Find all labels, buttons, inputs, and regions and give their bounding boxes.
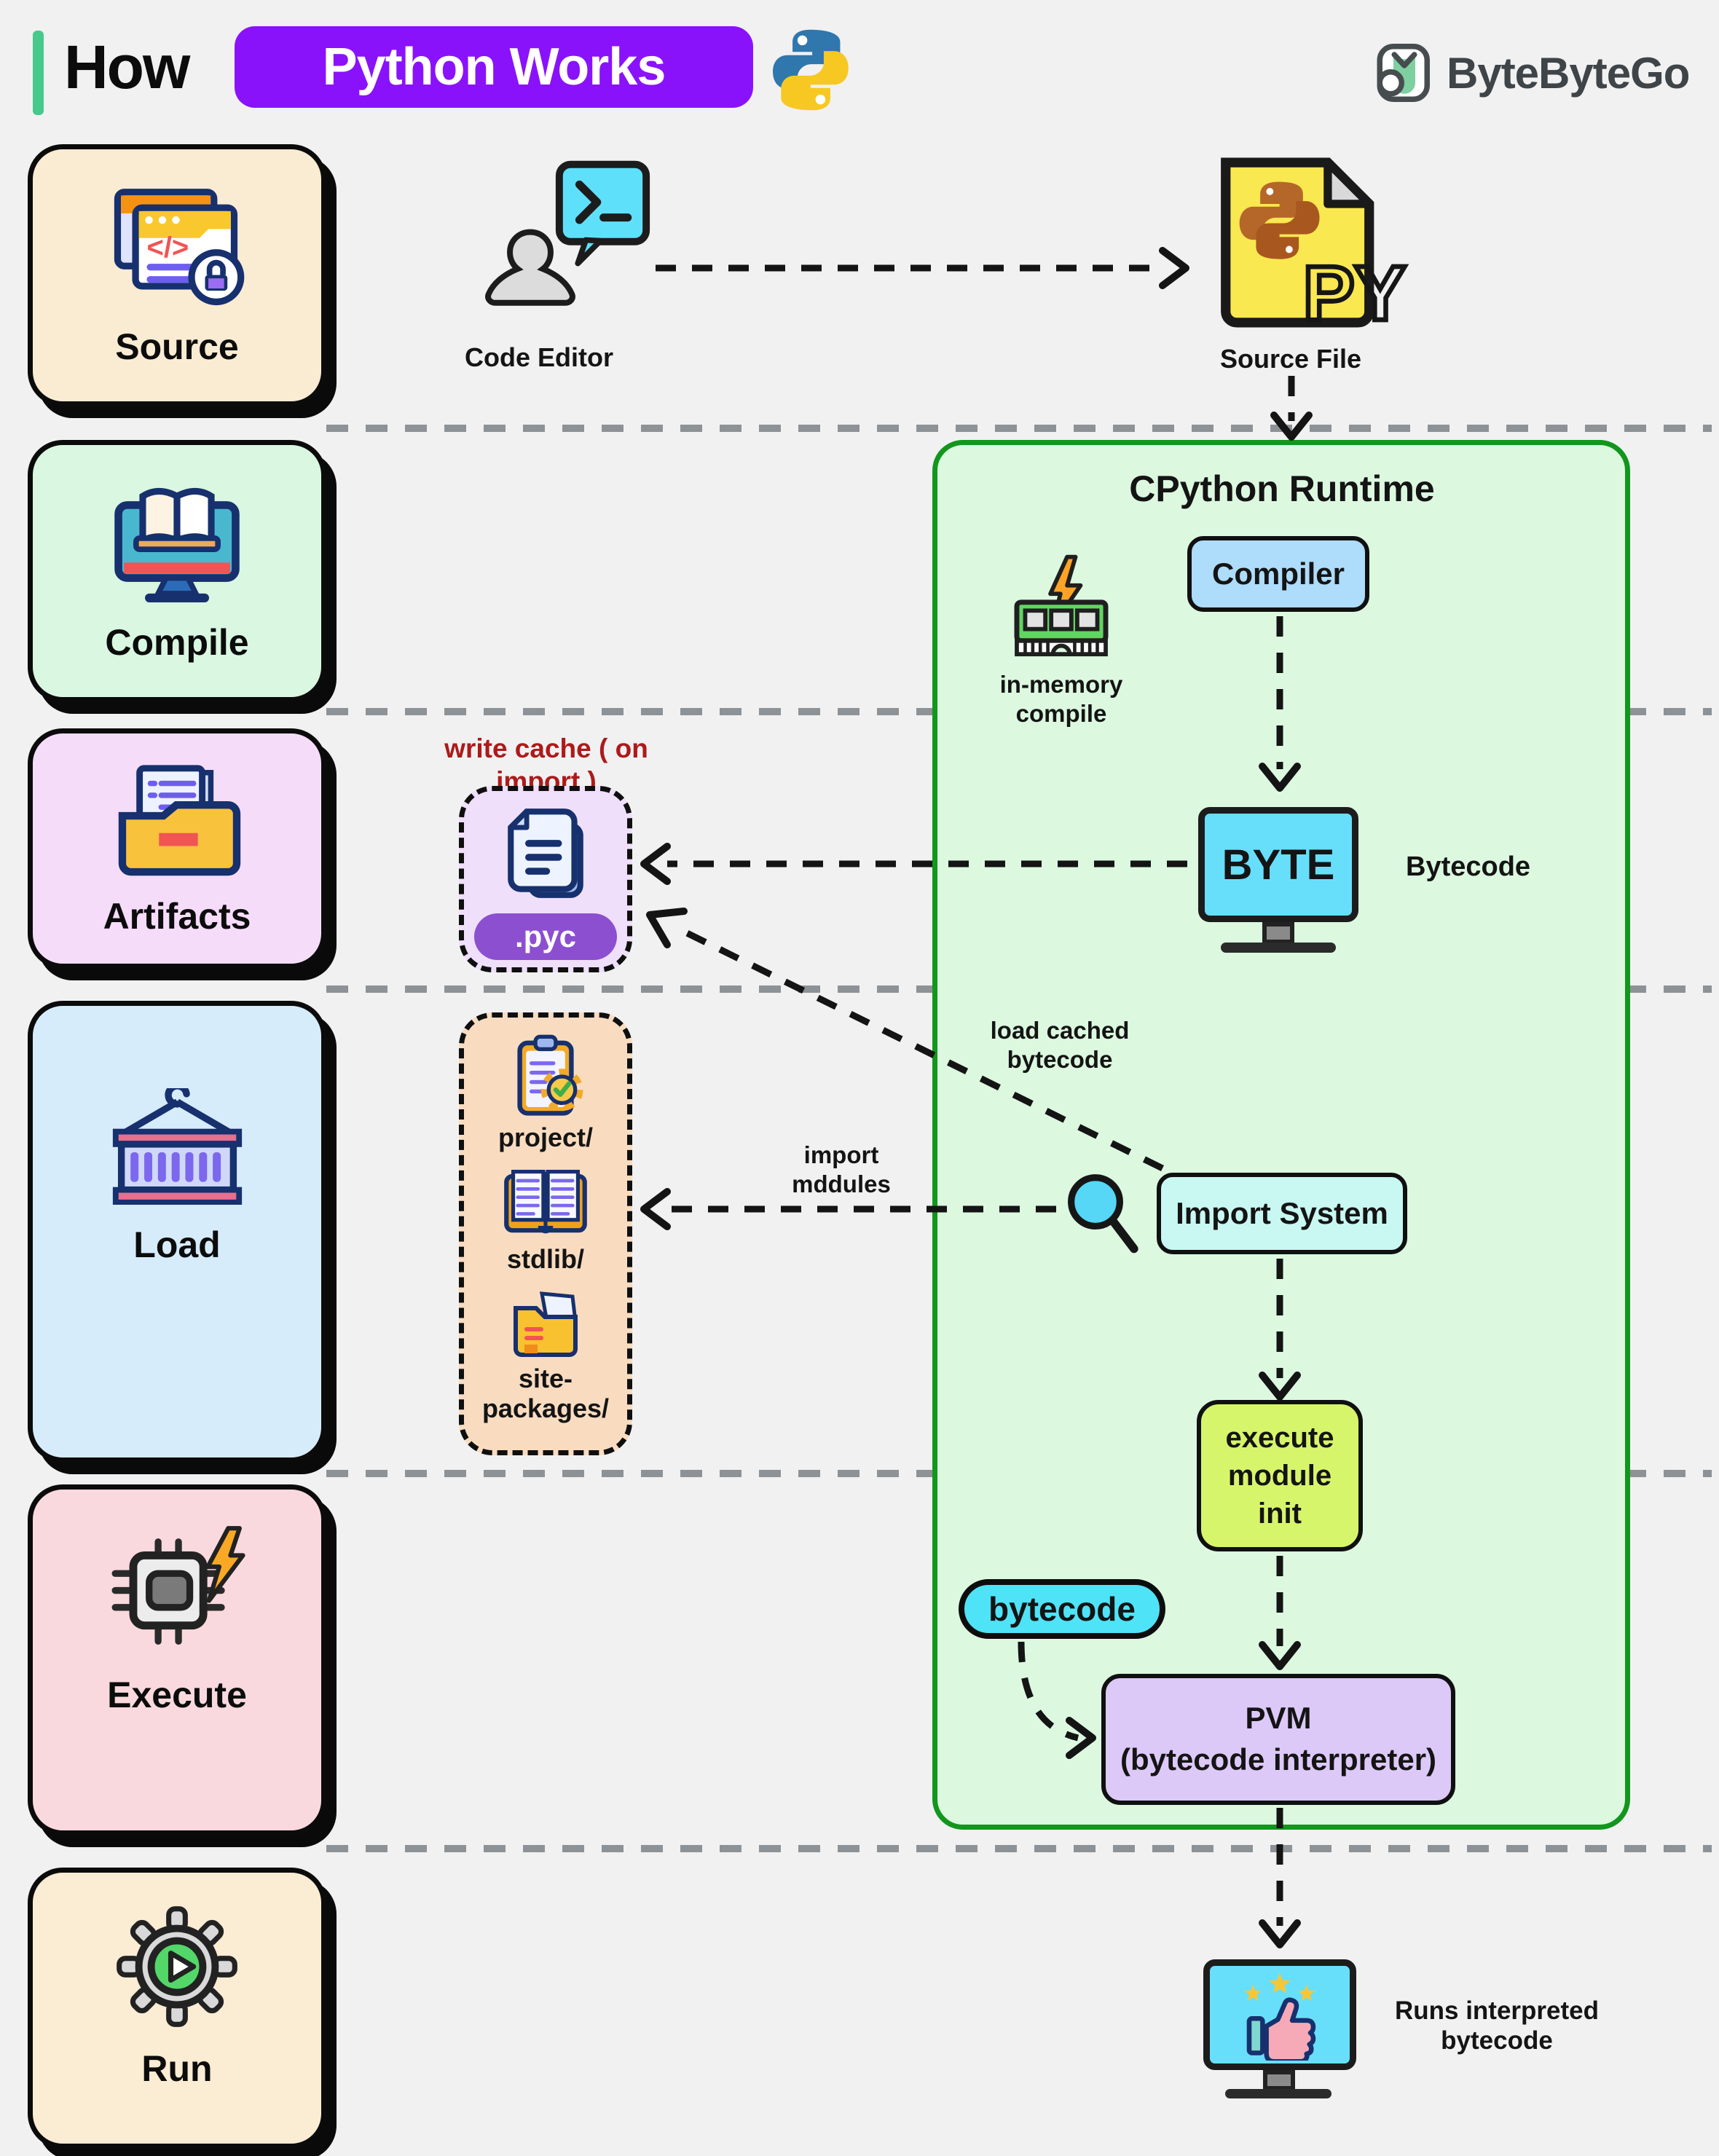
stage-card-source: </> Source [28, 144, 326, 406]
module-item-project: project/ [468, 1034, 624, 1152]
header-accent-bar [33, 31, 44, 115]
pvm-line1: PVM [1245, 1701, 1312, 1736]
open-book-icon [504, 1170, 587, 1234]
in-memory-compile-label: in-memory compile [967, 670, 1156, 729]
terminal-bubble-icon [555, 160, 650, 267]
pyc-badge-text: .pyc [514, 919, 577, 953]
stage-label: Run [141, 2048, 213, 2089]
stage-label: Execute [107, 1675, 247, 1715]
ram-lightning-icon [1014, 554, 1109, 657]
clipboard-gear-icon [517, 1034, 583, 1116]
stage-card-compile: Compile [28, 440, 326, 702]
runs-interpreted-line1: Runs interpreted [1394, 1996, 1600, 2025]
compiler-label: Compiler [1211, 556, 1345, 591]
stage-label: Artifacts [103, 896, 251, 937]
pvm-box: PVM (bytecode interpreter) [1101, 1674, 1455, 1805]
load-cached-line2: bytecode [1007, 1046, 1113, 1074]
source-file-label: Source File [1219, 344, 1362, 374]
brand-logo: ByteByteGo [1375, 42, 1690, 103]
result-monitor-screen [1203, 1959, 1356, 2070]
stage-card-artifacts: Artifacts [28, 728, 326, 969]
import-system-box: Import System [1157, 1173, 1407, 1254]
book-monitor-icon [114, 487, 240, 602]
runs-interpreted-line2: bytecode [1441, 2026, 1553, 2055]
pyc-badge: .pyc [474, 913, 617, 960]
stage-card-load: Load [28, 1001, 326, 1463]
python-source-file-icon: PY [1221, 157, 1409, 334]
stage-card-run: Run [28, 1868, 326, 2149]
import-system-label: Import System [1176, 1196, 1388, 1230]
bytecode-side-label: Bytecode [1406, 851, 1531, 882]
execute-module-init-box: execute module init [1197, 1400, 1363, 1551]
bytecode-pill-text: bytecode [988, 1590, 1136, 1628]
byte-monitor-screen: BYTE [1198, 807, 1358, 922]
folder-documents-icon [118, 765, 240, 876]
import-modules-line1: import [803, 1141, 879, 1168]
svg-text:PY: PY [1303, 251, 1406, 334]
module-item-site-packages: site-packages/ [468, 1288, 624, 1424]
package-folder-icon [514, 1291, 578, 1357]
runtime-title: CPython Runtime [1129, 468, 1435, 509]
execute-init-line3: init [1258, 1498, 1302, 1530]
code-editor-label: Code Editor [465, 342, 613, 372]
container-crane-icon [112, 1088, 242, 1205]
chip-lightning-icon [111, 1526, 245, 1645]
load-cached-bytecode-label: load cached bytecode [947, 1016, 1173, 1075]
page-title-text: Python Works [322, 38, 666, 96]
page-title-prefix: How [64, 33, 190, 101]
byte-screen-text: BYTE [1222, 841, 1335, 889]
byte-monitor-stand [1262, 922, 1294, 944]
pvm-line2: (bytecode interpreter) [1120, 1742, 1437, 1777]
module-label: stdlib/ [507, 1244, 584, 1275]
in-memory-line2: compile [1015, 700, 1107, 728]
result-monitor-base [1225, 2089, 1331, 2098]
cached-documents-icon [508, 808, 583, 898]
runs-interpreted-label: Runs interpreted bytecode [1377, 1996, 1617, 2056]
magnifier-icon [1068, 1174, 1138, 1254]
svg-text:</>: </> [146, 232, 189, 264]
brand-name: ByteByteGo [1447, 48, 1690, 98]
page-title-badge: Python Works [235, 26, 753, 108]
load-cached-line1: load cached [990, 1017, 1130, 1044]
stage-label: Load [133, 1224, 221, 1265]
import-modules-label: import mddules [728, 1141, 954, 1200]
import-modules-line2: mddules [792, 1171, 891, 1198]
module-item-stdlib: stdlib/ [468, 1165, 624, 1274]
bytebytego-owl-icon [1377, 44, 1430, 102]
bytecode-pill: bytecode [959, 1579, 1165, 1639]
stage-label: Source [115, 326, 239, 367]
python-logo-icon [773, 29, 849, 111]
byte-monitor-base [1221, 943, 1336, 953]
pyc-cache-box: .pyc [459, 786, 632, 972]
result-monitor-stand [1263, 2070, 1295, 2090]
module-label: project/ [497, 1122, 594, 1152]
compiler-box: Compiler [1187, 536, 1369, 612]
gear-play-icon [117, 1906, 237, 2027]
execute-init-line1: execute [1225, 1422, 1334, 1454]
code-window-lock-icon: </> [114, 189, 245, 306]
module-label: site-packages/ [481, 1363, 610, 1424]
module-dirs-box: project/ stdlib/ [459, 1012, 632, 1455]
thumbs-up-stars-icon [1244, 1972, 1316, 2061]
stage-card-execute: Execute [28, 1484, 326, 1836]
person-icon [485, 229, 575, 306]
in-memory-line1: in-memory [999, 671, 1123, 698]
stage-label: Compile [105, 622, 249, 663]
execute-init-line2: module [1227, 1460, 1332, 1492]
